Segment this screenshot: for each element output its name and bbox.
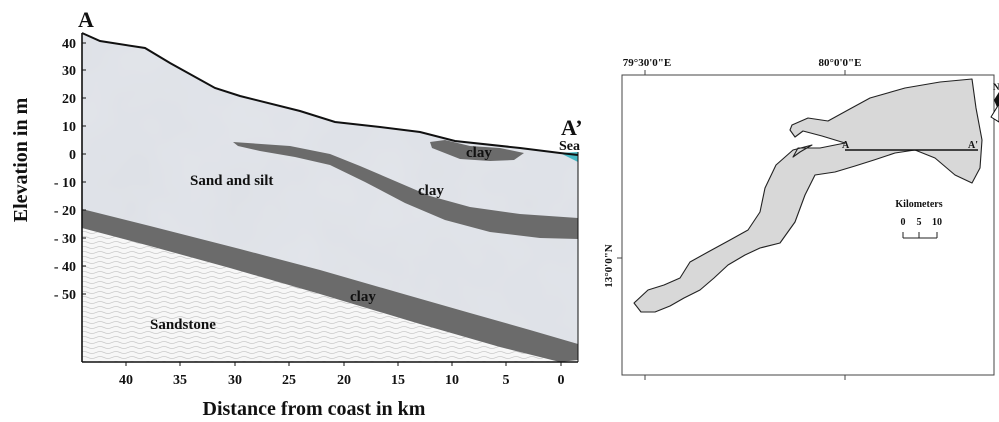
- x-axis-title: Distance from coast in km: [203, 398, 426, 420]
- y-tick-label: - 30: [54, 232, 76, 247]
- y-tick-label: 0: [69, 148, 76, 163]
- y-tick-label: 10: [62, 120, 76, 135]
- ground-surface-line: [81, 32, 579, 156]
- scale-title: Kilometers: [895, 199, 942, 210]
- scale-tick-label: 0: [901, 217, 906, 228]
- clay-top-label: clay: [466, 145, 492, 161]
- sea-label: Sea: [559, 139, 580, 154]
- x-tick-label: 25: [282, 373, 296, 388]
- north-label: N: [993, 82, 999, 92]
- x-tick-label: 40: [119, 373, 133, 388]
- x-tick-label: 35: [173, 373, 187, 388]
- latitude-label: 13°0'0"N: [603, 244, 615, 288]
- x-tick-label: 10: [445, 373, 459, 388]
- x-axis-ticks: [125, 362, 562, 366]
- basin-outline: [633, 78, 983, 313]
- x-tick-label: 20: [337, 373, 351, 388]
- clay-middle-layer: [233, 142, 578, 239]
- section-start-label: A: [78, 7, 94, 32]
- map-section-start-label: A: [842, 140, 850, 151]
- clay-middle-label: clay: [418, 183, 444, 199]
- x-tick-label: 15: [391, 373, 405, 388]
- location-map: 79°30'0"E 80°0'0"E 13°0'0"N A A' Kilomet…: [603, 57, 999, 380]
- map-section-end-label: A': [968, 140, 978, 151]
- y-axis-title: Elevation in m: [10, 97, 32, 222]
- y-tick-label: - 20: [54, 204, 76, 219]
- scale-tick-label: 10: [932, 217, 942, 228]
- y-tick-label: 40: [62, 37, 76, 52]
- y-tick-label: 20: [62, 92, 76, 107]
- sandstone-label: Sandstone: [150, 317, 216, 333]
- y-tick-label: - 50: [54, 288, 76, 303]
- scale-bar: [902, 232, 938, 239]
- longitude-label: 80°0'0"E: [819, 57, 862, 69]
- clay-bottom-layer: [82, 209, 578, 362]
- clay-top-layer: [430, 140, 524, 161]
- y-tick-label: 30: [62, 64, 76, 79]
- sand-silt-label: Sand and silt: [190, 173, 273, 189]
- x-tick-label: 5: [503, 373, 510, 388]
- x-tick-label: 0: [558, 373, 565, 388]
- y-tick-label: - 10: [54, 176, 76, 191]
- scale-tick-label: 5: [917, 217, 922, 228]
- x-tick-label: 30: [228, 373, 242, 388]
- longitude-label: 79°30'0"E: [623, 57, 671, 69]
- y-axis-ticks: [82, 42, 86, 295]
- section-end-label: A’: [561, 115, 583, 140]
- cross-section: 40 30 20 10 0 - 10 - 20 - 30 - 40 - 50 4…: [10, 7, 583, 420]
- north-arrow-icon: N: [990, 82, 999, 123]
- clay-bottom-label: clay: [350, 289, 376, 305]
- y-tick-label: - 40: [54, 260, 76, 275]
